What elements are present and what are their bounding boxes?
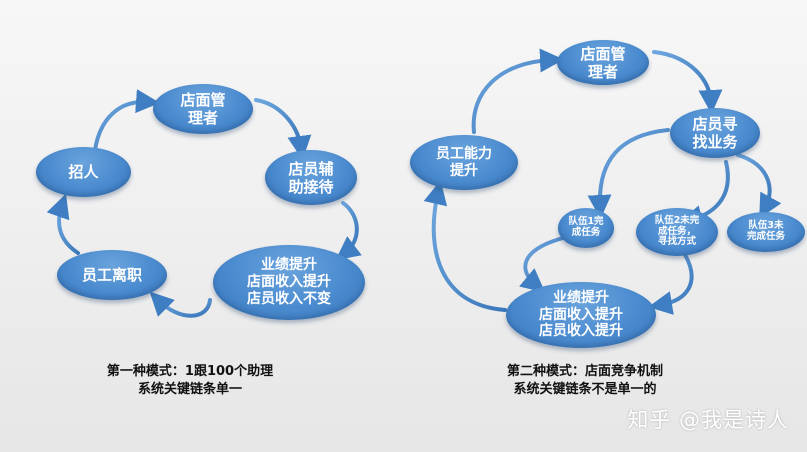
node-left-store-manager: 店面管 理者: [153, 84, 253, 134]
node-right-performance: 业绩提升 店面收入提升 店员收入提升: [506, 282, 656, 348]
caption-mode-one: 第一种模式：1跟100个助理 系统关键链条单一: [106, 364, 274, 397]
arrow-assist-to-performance: [335, 201, 362, 261]
arrow-team1-to-performance: [519, 236, 565, 293]
node-right-team3: 队伍3未 完成任务: [727, 212, 805, 252]
arrow-recruit-to-manager: [93, 89, 160, 152]
arrow-ability-to-manager: [471, 48, 564, 134]
arrow-team2-to-performance: [648, 251, 694, 315]
arrow-find-to-team3: [736, 153, 782, 219]
arrow-manager-to-find: [652, 50, 723, 114]
node-left-staff-assist: 店员辅 助接待: [265, 150, 357, 205]
node-right-team1: 队伍1完 成任务: [558, 208, 614, 248]
arrow-performance-to-leave: [149, 291, 212, 318]
arrow-manager-to-assist: [254, 98, 312, 160]
caption-mode-two: 第二种模式：店面竞争机制 系统关键链条不是单一的: [506, 364, 663, 397]
node-right-staff-find-business: 店员寻 找业务: [670, 108, 760, 158]
node-right-ability-up: 员工能力 提升: [410, 135, 518, 190]
node-right-store-manager: 店面管 理者: [557, 40, 649, 85]
node-left-performance: 业绩提升 店面收入提升 店员收入不变: [213, 245, 365, 320]
node-left-recruit: 招人: [36, 147, 131, 197]
node-left-staff-leave: 员工离职: [57, 250, 167, 300]
node-right-team2: 队伍2未完 成任务， 寻找方式: [636, 208, 718, 256]
watermark: 知乎 @我是诗人: [627, 408, 789, 432]
arrow-find-to-team1: [587, 128, 670, 219]
arrow-leave-to-recruit: [46, 193, 80, 255]
arrow-performance-to-ability: [423, 180, 507, 312]
